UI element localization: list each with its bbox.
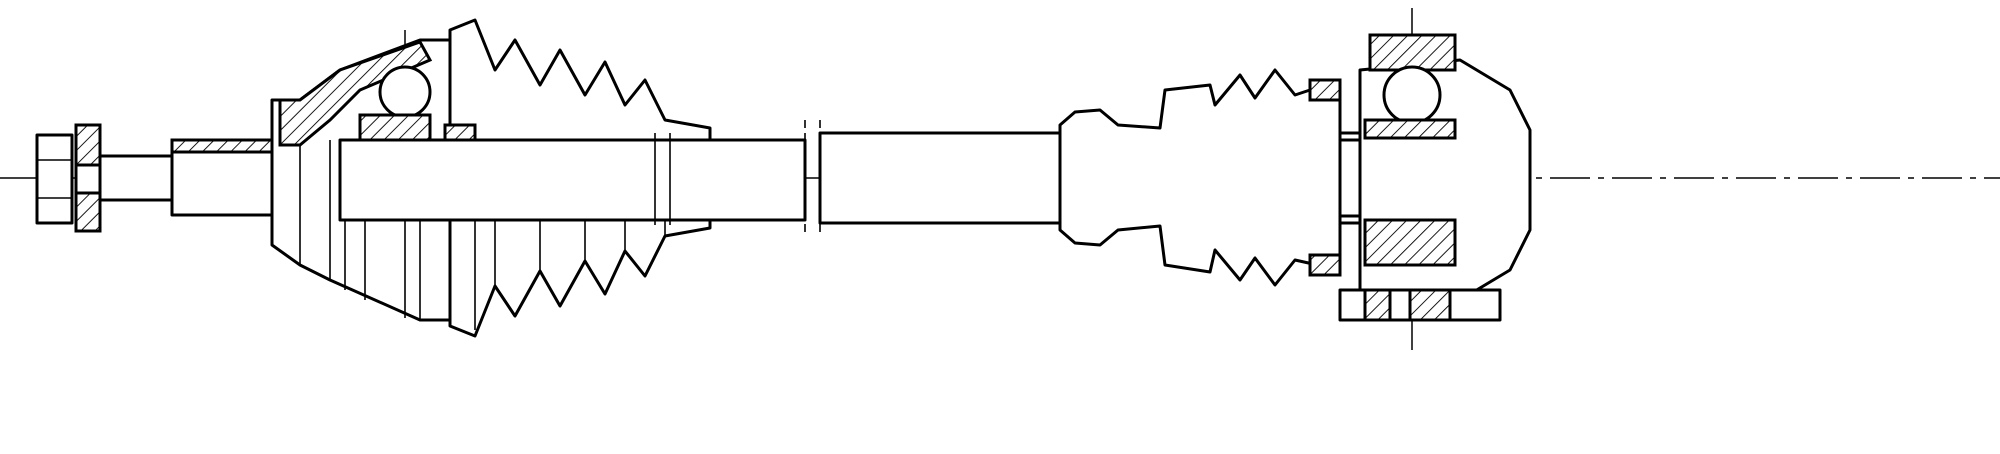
stub-shaft-flange	[170, 138, 274, 154]
washer	[74, 123, 102, 233]
hex-bolt	[35, 133, 74, 225]
shaft-break-marks	[804, 120, 821, 235]
right-boot-clamp-bottom	[1308, 253, 1342, 277]
inner-joint-cap	[1368, 33, 1457, 72]
shaft-section-left	[338, 138, 807, 222]
right-boot-clamp-top	[1308, 78, 1342, 102]
inner-race-right-top	[1363, 118, 1457, 140]
ball-left-joint	[378, 65, 432, 119]
flange-bolt	[1338, 288, 1502, 322]
left-boot-clamp	[443, 123, 477, 142]
inner-race-right-bottom	[1363, 218, 1457, 267]
right-boot-bellows	[1058, 68, 1342, 287]
ball-right-joint	[1382, 65, 1442, 125]
inner-race-left	[358, 113, 432, 142]
stub-shaft	[98, 154, 174, 202]
